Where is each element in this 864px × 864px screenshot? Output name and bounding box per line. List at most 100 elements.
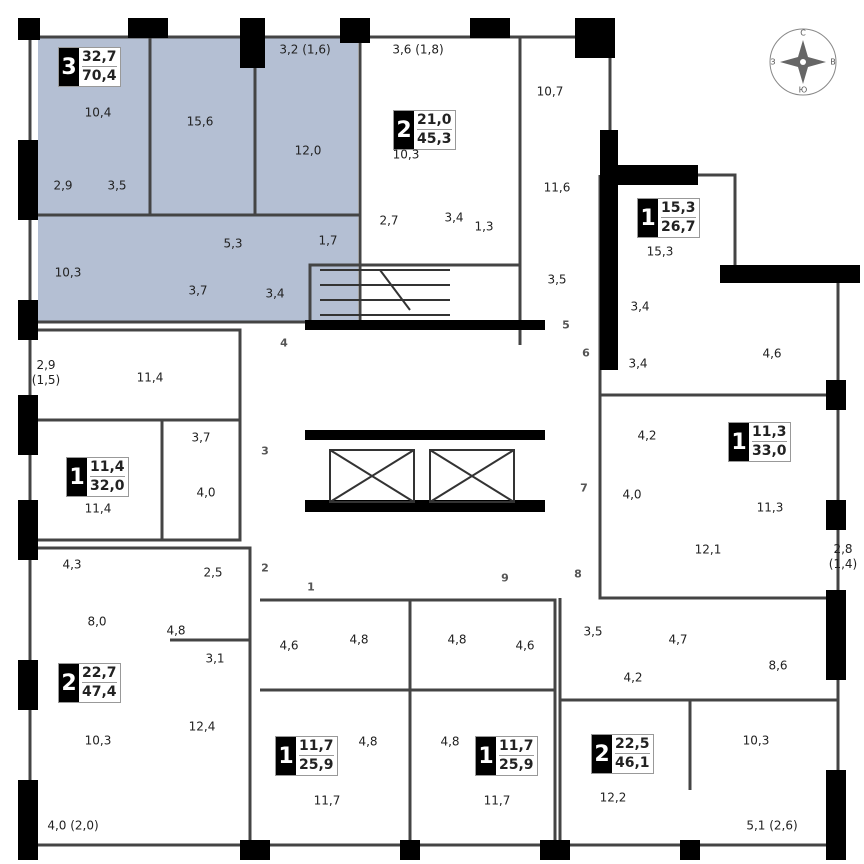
total-area: 70,4 (82, 68, 117, 84)
room-area-label: 3,2 (1,6) (279, 42, 331, 57)
room-area-label: 11,4 (84, 501, 112, 516)
room-area-label: 11,3 (756, 500, 784, 515)
room-area-label: 4,3 (62, 557, 82, 572)
room-area-label: 11,7 (313, 793, 341, 808)
room-count: 1 (276, 737, 296, 775)
room-area-label: 4,6 (762, 346, 782, 361)
room-area-label: 3,4 (265, 286, 285, 301)
room-count: 2 (394, 111, 414, 149)
living-area: 21,0 (417, 112, 452, 130)
room-area-label: 11,7 (483, 793, 511, 808)
room-area-label: 5,3 (223, 236, 243, 251)
room-area-label: 11,4 (136, 370, 164, 385)
room-area-label: 12,2 (599, 790, 627, 805)
entrance-number: 7 (580, 481, 588, 495)
room-area-label: 12,0 (294, 143, 322, 158)
room-area-label: 10,3 (742, 733, 770, 748)
total-area: 26,7 (661, 219, 696, 235)
total-area: 25,9 (499, 757, 534, 773)
room-area-label: 8,6 (768, 658, 788, 673)
room-area-label: 4,8 (349, 632, 369, 647)
entrance-number: 6 (582, 346, 590, 360)
entrance-number: 4 (280, 336, 288, 350)
room-area-label: 10,3 (84, 733, 112, 748)
room-area-label: 2,9 (1,5) (31, 358, 61, 387)
room-area-label: 4,0 (196, 485, 216, 500)
room-area-label: 4,2 (637, 428, 657, 443)
room-area-label: 3,6 (1,8) (392, 42, 444, 57)
room-area-label: 4,6 (515, 638, 535, 653)
entrance-number: 1 (307, 580, 315, 594)
room-count: 2 (59, 664, 79, 702)
room-area-label: 4,8 (166, 623, 186, 638)
living-area: 32,7 (82, 49, 117, 67)
living-area: 11,7 (499, 738, 534, 756)
total-area: 25,9 (299, 757, 334, 773)
room-area-label: 10,4 (84, 105, 112, 120)
room-area-label: 11,6 (543, 180, 571, 195)
room-area-label: 8,0 (87, 614, 107, 629)
living-area: 11,4 (90, 459, 125, 477)
room-area-label: 1,3 (474, 219, 494, 234)
room-area-label: 4,6 (279, 638, 299, 653)
room-area-label: 3,4 (444, 210, 464, 225)
room-count: 3 (59, 48, 79, 86)
room-area-label: 2,5 (203, 565, 223, 580)
room-area-label: 4,8 (447, 632, 467, 647)
room-area-label: 5,1 (2,6) (746, 818, 798, 833)
compass-east: В (830, 57, 836, 67)
room-area-label: 4,8 (440, 734, 460, 749)
room-area-label: 3,5 (107, 178, 127, 193)
room-area-label: 10,3 (54, 265, 82, 280)
room-area-label: 2,9 (53, 178, 73, 193)
room-count: 1 (476, 737, 496, 775)
entrance-number: 2 (261, 561, 269, 575)
room-area-label: 3,7 (188, 283, 208, 298)
room-area-label: 4,0 (2,0) (47, 818, 99, 833)
room-area-label: 15,6 (186, 114, 214, 129)
room-count: 2 (592, 735, 612, 773)
living-area: 22,7 (82, 665, 117, 683)
room-area-label: 2,8 (1,4) (828, 542, 858, 571)
room-area-label: 15,3 (646, 244, 674, 259)
living-area: 22,5 (615, 736, 650, 754)
room-area-label: 3,7 (191, 430, 211, 445)
room-area-label: 4,2 (623, 670, 643, 685)
entrance-number: 8 (574, 567, 582, 581)
total-area: 32,0 (90, 478, 125, 494)
total-area: 45,3 (417, 131, 452, 147)
room-area-label: 12,4 (188, 719, 216, 734)
entrance-number: 5 (562, 318, 570, 332)
room-area-label: 10,7 (536, 84, 564, 99)
room-area-label: 1,7 (318, 233, 338, 248)
living-area: 11,7 (299, 738, 334, 756)
compass-north: С (800, 28, 806, 38)
living-area: 15,3 (661, 200, 696, 218)
room-area-label: 4,7 (668, 632, 688, 647)
room-area-label: 4,8 (358, 734, 378, 749)
compass-south: Ю (798, 85, 808, 95)
room-area-label: 3,4 (628, 356, 648, 371)
compass-west: З (770, 57, 776, 67)
room-area-label: 2,7 (379, 213, 399, 228)
living-area: 11,3 (752, 424, 787, 442)
room-area-label: 3,4 (630, 299, 650, 314)
room-area-label: 3,5 (583, 624, 603, 639)
room-area-label: 3,1 (205, 651, 225, 666)
room-count: 1 (638, 199, 658, 237)
room-count: 1 (67, 458, 87, 496)
total-area: 47,4 (82, 684, 117, 700)
total-area: 46,1 (615, 755, 650, 771)
entrance-number: 3 (261, 444, 269, 458)
